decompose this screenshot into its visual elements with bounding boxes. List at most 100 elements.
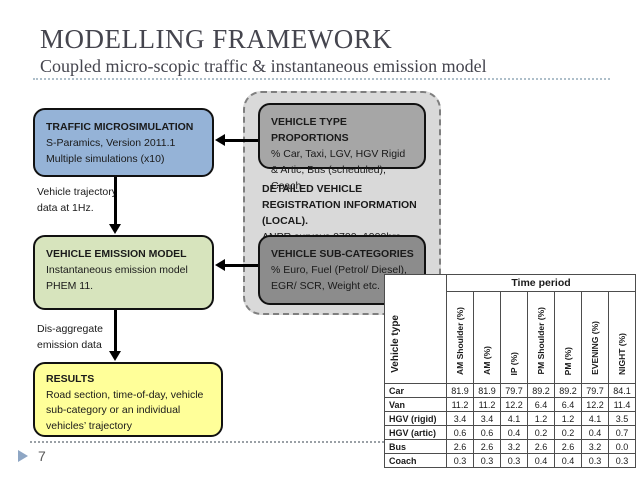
table-row-label: Car bbox=[384, 383, 447, 398]
registration-note: DETAILED VEHICLE REGISTRATION INFORMATIO… bbox=[262, 181, 434, 245]
box-title: VEHICLE EMISSION MODEL bbox=[46, 248, 187, 260]
table-cell: 2.6 bbox=[554, 439, 582, 454]
row-header-vehicle-type: Vehicle type bbox=[384, 274, 447, 384]
table-cell: 0.6 bbox=[473, 425, 501, 440]
table-row-label: Bus bbox=[384, 439, 447, 454]
table-cell: 11.2 bbox=[473, 397, 501, 412]
table-cell: 0.4 bbox=[554, 453, 582, 468]
table-row-label: HGV (rigid) bbox=[384, 411, 447, 426]
table-cell: 0.7 bbox=[608, 425, 636, 440]
table-cell: 2.6 bbox=[473, 439, 501, 454]
table-cell: 89.2 bbox=[527, 383, 555, 398]
table-row-label: Van bbox=[384, 397, 447, 412]
box-title: TRAFFIC MICROSIMULATION bbox=[46, 121, 194, 133]
table-cell: 0.4 bbox=[500, 425, 528, 440]
row-header-label: Vehicle type bbox=[390, 315, 401, 373]
traffic-microsimulation-box: TRAFFIC MICROSIMULATION S-Paramics, Vers… bbox=[33, 108, 214, 177]
arrow-down-traffic-to-emission bbox=[109, 177, 120, 234]
box-body: Instantaneous emission model PHEM 11. bbox=[46, 264, 188, 292]
table-col-header: AM (%) bbox=[473, 291, 501, 384]
table-cell: 3.5 bbox=[608, 411, 636, 426]
box-body: % Car, Taxi, LGV, HGV Rigid & Artic, Bus… bbox=[271, 148, 406, 192]
box-body: S-Paramics, Version 2011.1 Multiple simu… bbox=[46, 137, 176, 165]
box-title: VEHICLE SUB-CATEGORIES bbox=[271, 248, 414, 260]
table-row-label: Coach bbox=[384, 453, 447, 468]
table-cell: 3.4 bbox=[473, 411, 501, 426]
table-cell: 81.9 bbox=[446, 383, 474, 398]
arrow-down-emission-to-results bbox=[109, 310, 120, 361]
table-cell: 0.2 bbox=[527, 425, 555, 440]
table-cell: 84.1 bbox=[608, 383, 636, 398]
table-cell: 1.2 bbox=[527, 411, 555, 426]
table-col-header-label: IP (%) bbox=[509, 351, 519, 375]
table-cell: 0.6 bbox=[446, 425, 474, 440]
table-col-header: EVENING (%) bbox=[581, 291, 609, 384]
table-cell: 2.6 bbox=[527, 439, 555, 454]
table-cell: 0.3 bbox=[581, 453, 609, 468]
table-col-headers: AM Shoulder (%) AM (%) IP (%) PM Shoulder (… bbox=[385, 291, 636, 384]
table-cell: 1.2 bbox=[554, 411, 582, 426]
table-cell: 79.7 bbox=[500, 383, 528, 398]
table-col-header: AM Shoulder (%) bbox=[446, 291, 474, 384]
table-col-header: NIGHT (%) bbox=[608, 291, 636, 384]
table-col-header: PM Shoulder (%) bbox=[527, 291, 555, 384]
arrow-left-subcats-to-emission bbox=[215, 259, 258, 270]
page-marker-icon bbox=[18, 450, 28, 462]
table-cell: 0.3 bbox=[608, 453, 636, 468]
vehicle-emission-model-box: VEHICLE EMISSION MODEL Instantaneous emi… bbox=[33, 235, 214, 310]
header-divider bbox=[33, 78, 610, 80]
table-cell: 12.2 bbox=[581, 397, 609, 412]
box-body: % Euro, Fuel (Petrol/ Diesel), EGR/ SCR,… bbox=[271, 264, 407, 292]
table-cell: 4.1 bbox=[581, 411, 609, 426]
vehicle-type-proportions-box: VEHICLE TYPE PROPORTIONS % Car, Taxi, LG… bbox=[258, 103, 426, 192]
page-number: 7 bbox=[38, 448, 46, 464]
footer-divider bbox=[30, 441, 620, 443]
table-cell: 0.4 bbox=[527, 453, 555, 468]
table-cell: 6.4 bbox=[554, 397, 582, 412]
slide-title: MODELLING FRAMEWORK bbox=[40, 24, 393, 54]
table-cell: 3.2 bbox=[581, 439, 609, 454]
table-col-header-label: AM (%) bbox=[482, 346, 492, 375]
table-cell: 89.2 bbox=[554, 383, 582, 398]
table-col-header-label: AM Shoulder (%) bbox=[455, 307, 465, 375]
table-cell: 0.2 bbox=[554, 425, 582, 440]
arrow-left-vtypes-to-traffic bbox=[215, 134, 258, 145]
table-cell: 11.4 bbox=[608, 397, 636, 412]
disaggregate-data-label: Dis-aggregate emission data bbox=[37, 323, 103, 351]
table-col-header-label: EVENING (%) bbox=[590, 321, 600, 375]
box-body: Road section, time-of-day, vehicle sub-c… bbox=[46, 388, 204, 432]
table-col-header: PM (%) bbox=[554, 291, 582, 384]
table-cell: 12.2 bbox=[500, 397, 528, 412]
table-cell: 0.3 bbox=[473, 453, 501, 468]
vehicle-subcategories-box: VEHICLE SUB-CATEGORIES % Euro, Fuel (Pet… bbox=[258, 235, 426, 305]
time-period-group-header: Time period bbox=[446, 274, 636, 292]
table-cell: 2.6 bbox=[446, 439, 474, 454]
vehicle-proportions-table: Vehicle type Time period AM Shoulder (%)… bbox=[384, 274, 636, 468]
box-title: RESULTS bbox=[46, 373, 95, 385]
table-cell: 79.7 bbox=[581, 383, 609, 398]
table-row-label: HGV (artic) bbox=[384, 425, 447, 440]
table-cell: 4.1 bbox=[500, 411, 528, 426]
table-col-header-label: NIGHT (%) bbox=[617, 332, 627, 375]
table-cell: 0.0 bbox=[608, 439, 636, 454]
table-cell: 81.9 bbox=[473, 383, 501, 398]
slide-subtitle: Coupled micro-scopic traffic & instantan… bbox=[40, 56, 487, 76]
table-cell: 6.4 bbox=[527, 397, 555, 412]
table-col-header-label: PM (%) bbox=[563, 346, 573, 375]
table-cell: 0.3 bbox=[446, 453, 474, 468]
table-cell: 3.4 bbox=[446, 411, 474, 426]
table-col-header: IP (%) bbox=[500, 291, 528, 384]
table-cell: 3.2 bbox=[500, 439, 528, 454]
table-cell: 0.4 bbox=[581, 425, 609, 440]
table-cell: 0.3 bbox=[500, 453, 528, 468]
table-col-header-label: PM Shoulder (%) bbox=[536, 307, 546, 375]
results-box: RESULTS Road section, time-of-day, vehic… bbox=[33, 362, 223, 437]
